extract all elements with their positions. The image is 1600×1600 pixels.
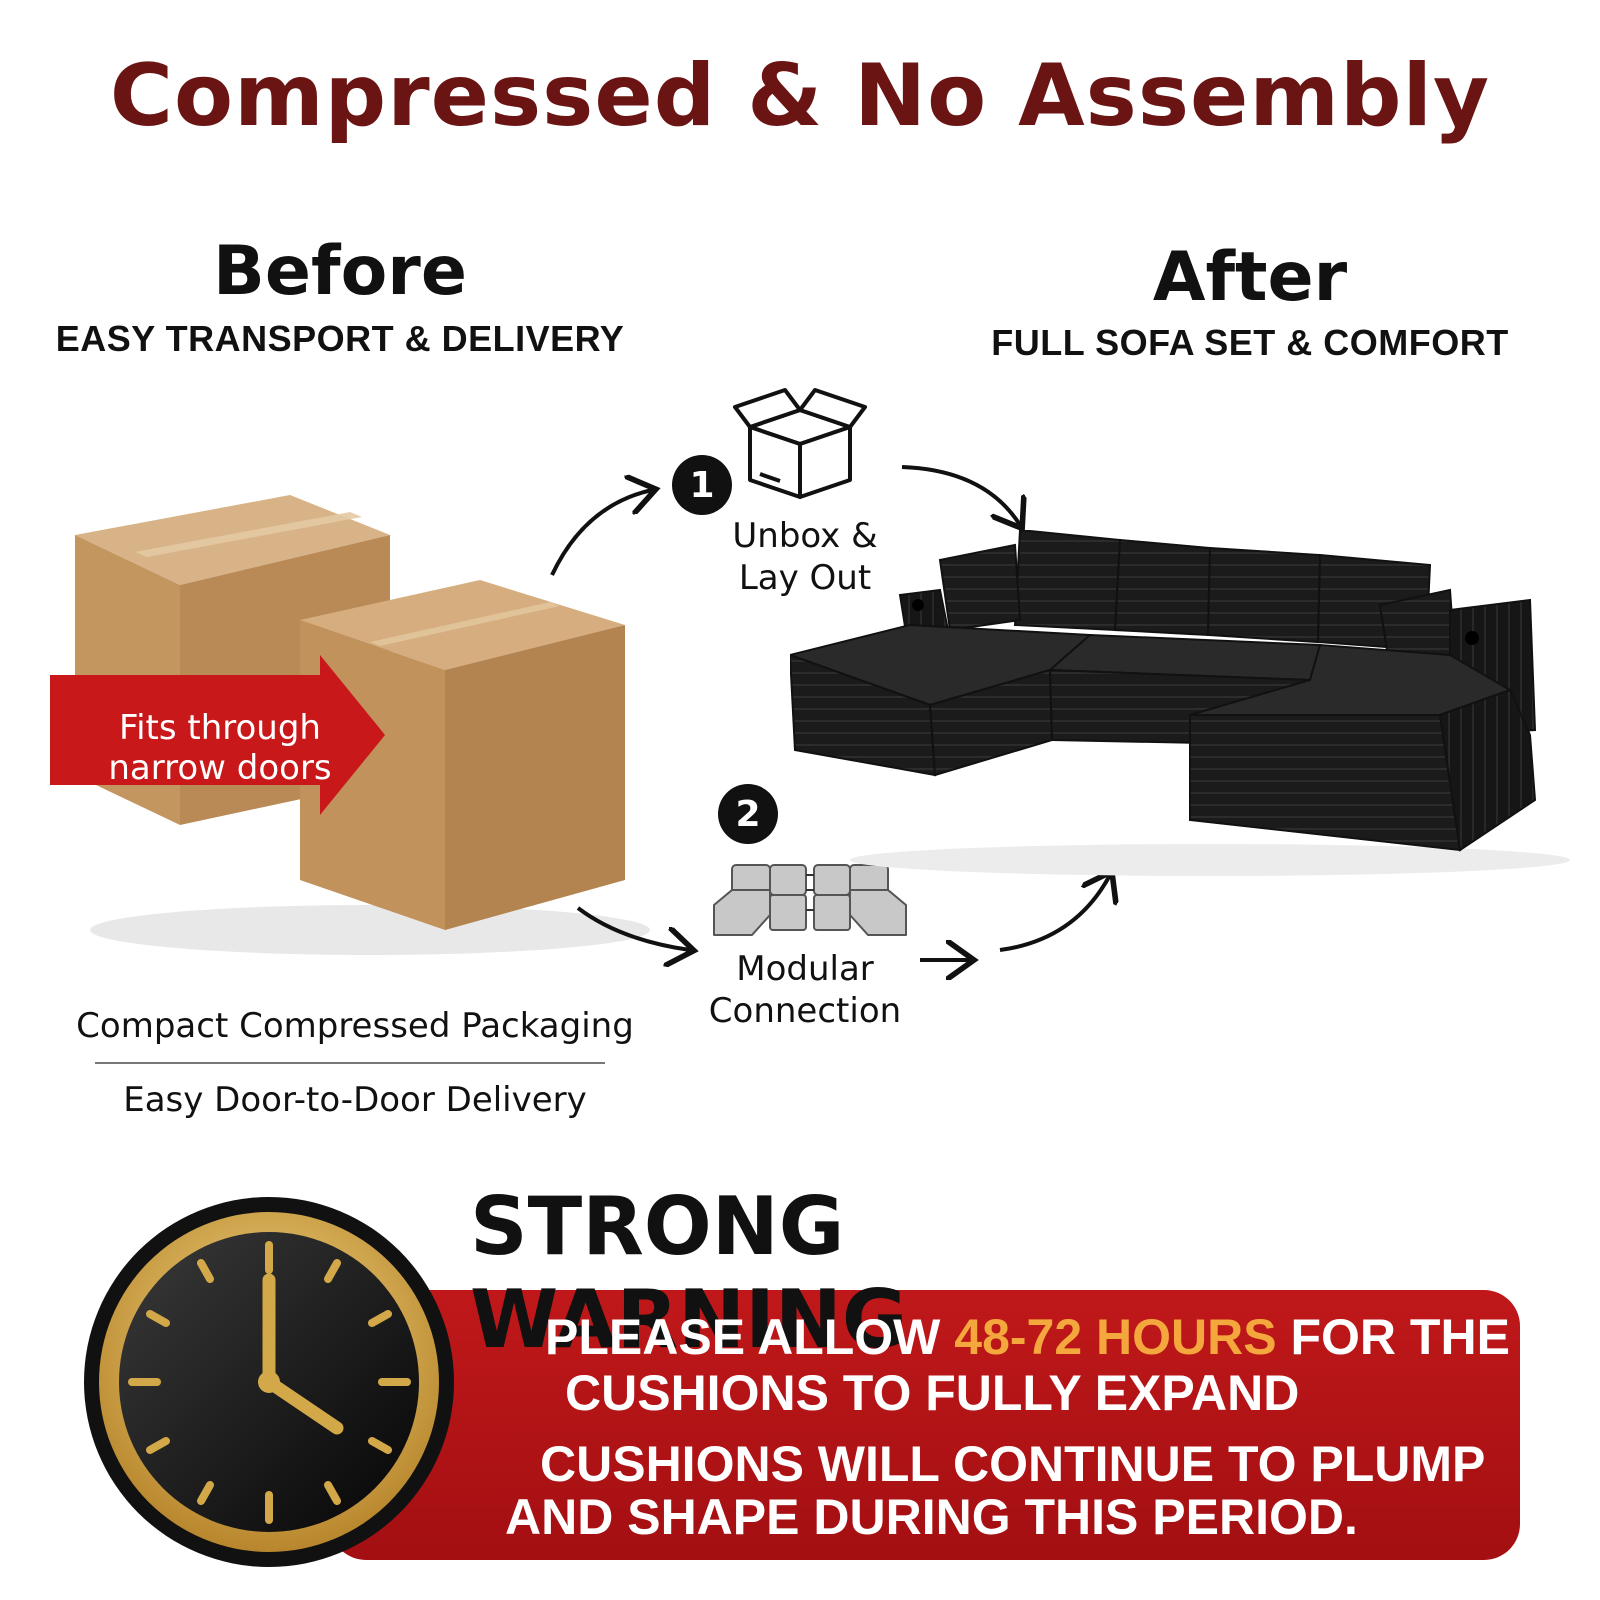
warning-line-1: PLEASE ALLOW 48-72 HOURS FOR THE	[545, 1308, 1510, 1366]
step-1-line1: Unbox &	[732, 516, 878, 556]
warning-panel	[330, 1290, 1520, 1560]
fits-through-line1: Fits through	[119, 708, 321, 748]
before-heading: Before	[213, 232, 467, 311]
warning-line-1-post: FOR THE	[1276, 1309, 1510, 1365]
arrow-step2-to-sofa	[999, 875, 1110, 952]
step-2-label: Modular Connection	[680, 948, 930, 1032]
after-heading: After	[1152, 238, 1348, 317]
modular-sofa-icon	[713, 864, 907, 936]
sectional-sofa-illustration	[790, 530, 1570, 876]
delivery-caption: Easy Door-to-Door Delivery	[123, 1080, 587, 1120]
packaging-caption: Compact Compressed Packaging	[76, 1006, 634, 1046]
step-2-badge: 2	[718, 784, 778, 844]
fits-through-arrow	[50, 655, 385, 815]
arrow-step1-to-sofa	[901, 465, 1020, 525]
step-2-line2: Connection	[708, 991, 902, 1031]
warning-line-4: AND SHAPE DURING THIS PERIOD.	[505, 1489, 1358, 1545]
step-1-badge: 1	[672, 455, 732, 515]
warning-line-3: CUSHIONS WILL CONTINUE TO PLUMP	[540, 1436, 1486, 1492]
caption-divider	[95, 1062, 605, 1064]
cardboard-boxes-illustration	[50, 495, 650, 955]
fits-through-label: Fits through narrow doors	[60, 708, 380, 788]
step-1-label: Unbox & Lay Out	[700, 515, 910, 599]
warning-line-2: CUSHIONS TO FULLY EXPAND	[565, 1365, 1300, 1421]
after-subheading: FULL SOFA SET & COMFORT	[991, 322, 1509, 363]
fits-through-line2: narrow doors	[108, 748, 332, 788]
before-subheading: EASY TRANSPORT & DELIVERY	[55, 318, 625, 359]
clock-icon	[84, 1197, 454, 1567]
step-1-line2: Lay Out	[738, 558, 872, 598]
page-title: Compressed & No Assembly	[109, 46, 1491, 146]
warning-line-1-pre: PLEASE ALLOW	[545, 1309, 955, 1365]
warning-title: STRONG WARNING	[470, 1180, 908, 1366]
warning-hours-highlight: 48-72 HOURS	[954, 1309, 1277, 1365]
step-2-line1: Modular	[736, 949, 874, 989]
open-box-icon	[733, 388, 867, 499]
